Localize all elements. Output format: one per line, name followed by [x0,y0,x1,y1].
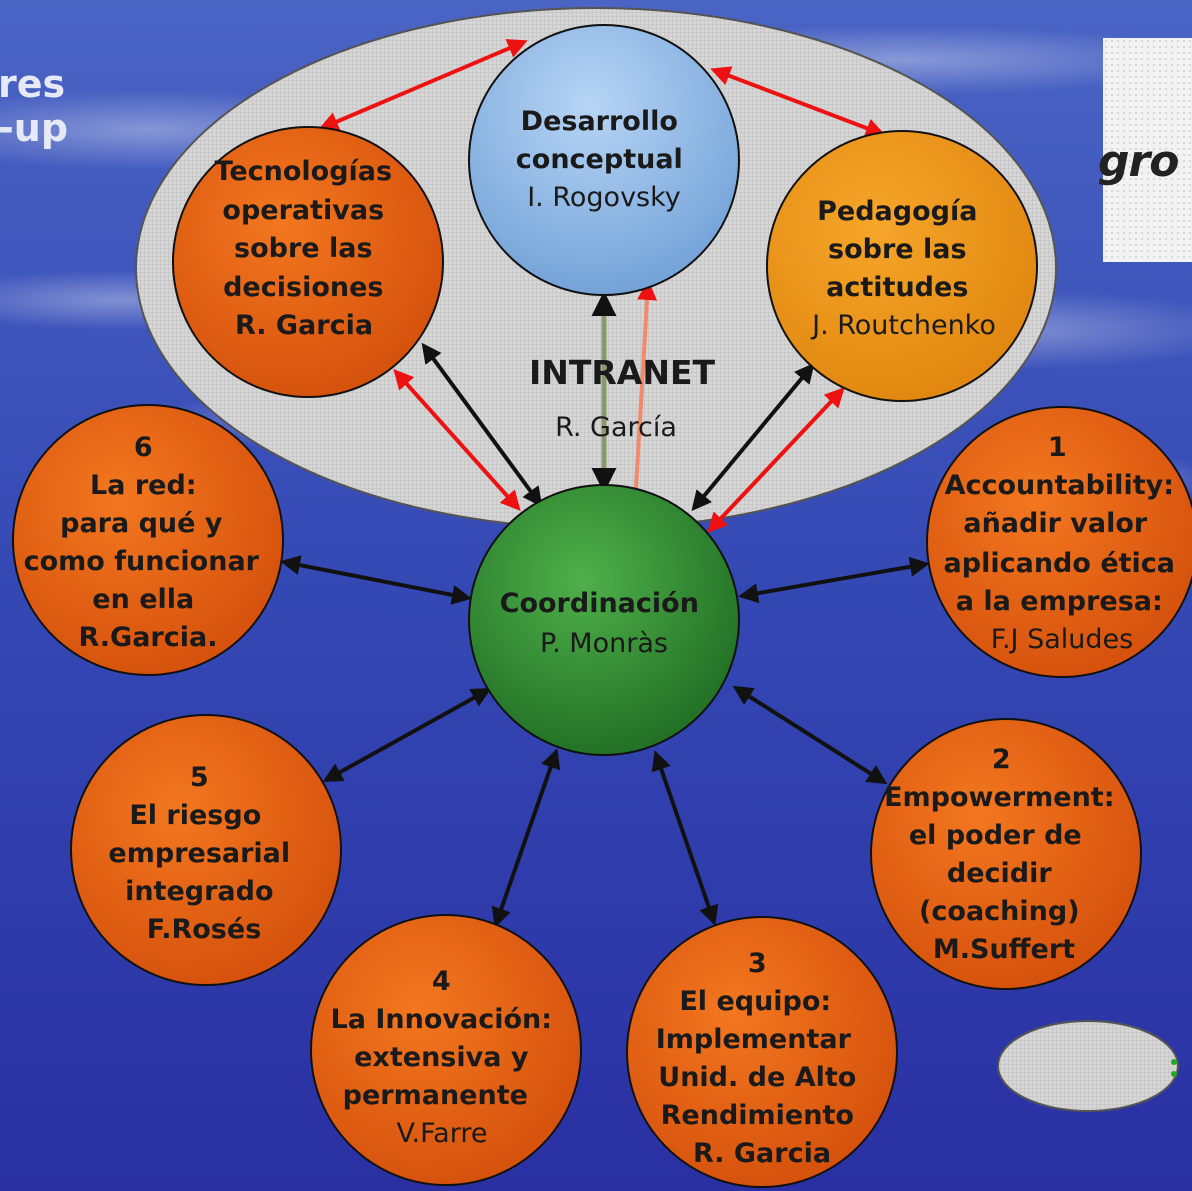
corner-line-2: -up [0,106,69,150]
n6-line-3: para qué y [60,508,223,539]
svg-text:5 El riesgo empresaria: 5 El riesgo empresarial integrado F.Rosé… [108,762,299,945]
tecnologias-line-4: decisiones [223,272,383,303]
node-n3 [626,916,898,1188]
n2-line-4: decidir [947,858,1052,889]
corner-title-text: res -up [0,62,68,150]
n4-line-4: permanente [343,1080,528,1111]
svg-text:R. García: R. García [555,412,677,443]
node-n1 [926,406,1192,678]
intranet-title: INTRANET [529,353,716,392]
black-arrow-tec-coord [421,342,543,508]
legend-ellipse [997,1020,1179,1112]
n3-line-6: R. Garcia [693,1138,831,1169]
red-arrow-des-ped [710,66,886,138]
n6-line-5: en ella [92,584,194,615]
svg-text:Coordinación P. Monràs: Coordinación P. Monràs [500,588,709,659]
black-arrow-n6 [280,555,472,605]
desarrollo-author: I. Rogovsky [527,182,681,213]
n5-line-2: El riesgo [129,800,261,831]
node-pedagogia [766,130,1038,402]
pedagogia-line-1: Pedagogía [817,196,977,227]
n4-line-1: 4 [432,966,451,997]
red-arrow-tec-des [318,39,528,131]
svg-text:Tecnologías operativas: Tecnologías operativas sobre las decisio… [214,156,401,341]
n5-line-1: 5 [190,762,209,793]
black-arrow-n4 [491,748,561,928]
n3-line-2: El equipo: [679,986,831,1017]
n6-line-6: R.Garcia. [79,622,218,653]
n6-line-2: La red: [90,470,197,501]
node-center [468,484,740,756]
n1-line-3: añadir valor [963,508,1148,539]
legend-dot [1171,1071,1177,1077]
n5-line-3: empresarial [108,838,290,869]
svg-text:Desarrollo conceptual: Desarrollo conceptual I. Rogovsky [516,106,692,213]
intranet-vertical-arrow-red [634,280,658,489]
node-n4 [310,914,582,1186]
tecnologias-line-2: operativas [222,195,384,226]
black-arrow-n2 [732,685,888,785]
black-arrow-ped-coord [691,362,815,512]
n2-line-1: 2 [992,744,1011,775]
center-line-1: Coordinación [500,588,699,619]
n2-line-3: el poder de [909,820,1082,851]
n6-line-4: como funcionar [24,546,260,577]
n5-line-4: integrado [125,876,273,907]
svg-text:6 La red: para qué y: 6 La red: para qué y como funcionar en e… [24,432,269,653]
node-tecnologias [172,126,444,398]
black-arrow-n1 [738,556,930,604]
pedagogia-line-2: sobre las [828,234,967,265]
node-n2 [870,718,1142,990]
desarrollo-line-1: Desarrollo [521,106,678,137]
node-n5 [70,714,342,986]
svg-text:2 Empowerment: el pode: 2 Empowerment: el poder de decidir (coac… [884,744,1124,965]
n1-author: F.J Saludes [991,624,1133,655]
n3-line-4: Unid. de Alto [658,1062,856,1093]
black-arrow-n3 [651,750,719,926]
tecnologias-line-3: sobre las [234,233,373,264]
n3-line-1: 3 [748,948,767,979]
intranet-author: R. García [555,412,677,443]
n1-line-4: aplicando ética [944,548,1175,579]
svg-text:Pedagogía sobre las ac: Pedagogía sobre las actitudes J. Routche… [810,196,996,341]
n1-line-2: Accountability: [945,470,1174,501]
n4-line-3: extensiva y [354,1042,529,1073]
svg-text:4 La Innovación: exten: 4 La Innovación: extensiva y permanente … [331,966,562,1149]
n1-line-1: 1 [1048,432,1067,463]
black-arrow-n5 [322,688,492,782]
center-author: P. Monràs [540,628,668,659]
svg-text:3 El equipo: Implement: 3 El equipo: Implementar Unid. de Alto R… [656,948,866,1169]
legend-dot [1171,1059,1177,1065]
logo-panel [1103,38,1192,262]
logo-text: gro [1098,136,1179,187]
desarrollo-line-2: conceptual [516,144,683,175]
svg-text:INTRANET: INTRANET [529,353,716,392]
n3-line-3: Implementar [656,1024,852,1055]
n1-line-5: a la empresa: [956,586,1163,617]
n4-author: V.Farre [397,1118,488,1149]
pedagogia-line-3: actitudes [826,272,968,303]
corner-line-1: res [0,62,66,106]
tecnologias-line-1: Tecnologías [214,156,392,187]
svg-text:1 Accountability: añad: 1 Accountability: añadir valor aplicando… [944,432,1185,655]
tecnologias-line-5: R. Garcia [235,310,373,341]
node-desarrollo [468,24,740,296]
n4-line-2: La Innovación: [331,1004,553,1035]
n5-line-5: F.Rosés [147,914,262,945]
n2-line-6: M.Suffert [933,934,1075,965]
n2-line-5: (coaching) [919,896,1079,927]
n6-line-1: 6 [134,432,153,463]
n3-line-5: Rendimiento [661,1100,854,1131]
node-n6 [12,404,284,676]
n2-line-2: Empowerment: [884,782,1114,813]
pedagogia-author: J. Routchenko [810,310,996,341]
